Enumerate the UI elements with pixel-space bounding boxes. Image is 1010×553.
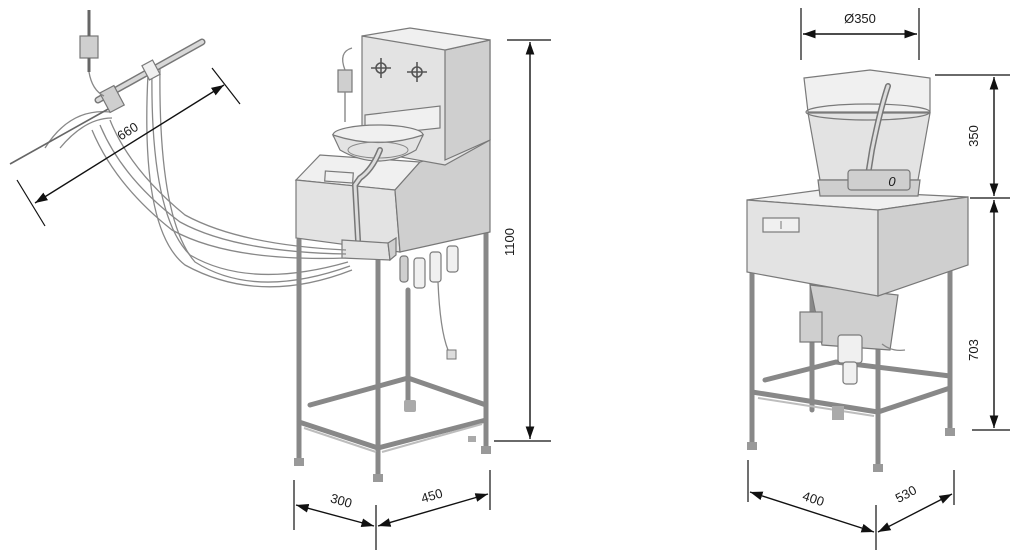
dim-depth: 300 [329,490,354,510]
right-machine-cabinet [746,189,969,297]
bowl-marker-label: 0 [888,174,896,189]
right-machine-hopper [799,284,906,385]
dim-width: 450 [419,485,444,505]
right-dimensions: Ø350 350 703 400 530 [747,8,1010,550]
left-dimensions: 660 1100 300 450 [16,39,551,550]
left-machine-cabinet [294,139,491,253]
dim-right-width: 530 [893,482,919,505]
hopper-knob-icon [371,58,427,82]
dim-bowl-diameter: Ø350 [844,11,876,26]
dim-right-depth: 400 [801,488,826,509]
right-machine: 0 Ø350 350 703 400 530 [746,8,1010,550]
dim-bowl-height: 350 [966,125,981,147]
dim-base-height: 703 [966,339,981,361]
left-machine-valve-block [341,236,459,360]
dim-height: 1100 [502,228,517,256]
left-machine-frame [294,227,491,482]
left-machine-tool-arm [9,10,206,165]
right-machine-bowl: 0 [803,69,931,197]
left-machine-sensor [337,47,353,122]
left-machine: 660 1100 300 450 [9,10,551,550]
